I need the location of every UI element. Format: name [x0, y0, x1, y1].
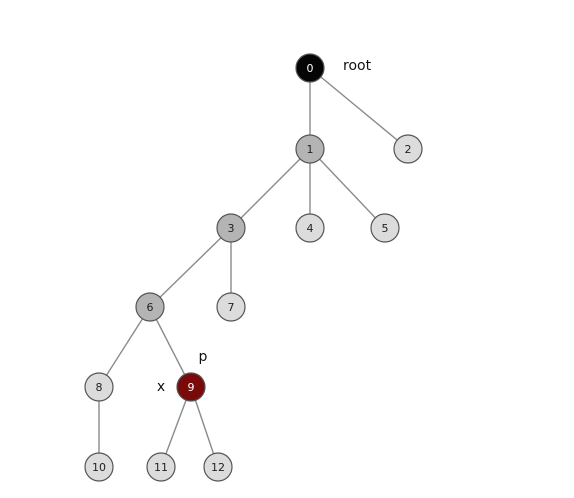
node-label-1: 1	[307, 143, 314, 156]
node-label-5: 5	[382, 222, 389, 235]
edge-0-2	[309, 67, 409, 150]
edge-6-8	[98, 306, 151, 388]
node-label-6: 6	[147, 301, 154, 314]
node-circle-5	[370, 213, 400, 243]
tree-node-8: 8	[84, 372, 114, 402]
node-label-10: 10	[92, 461, 106, 474]
node-circle-3	[216, 213, 246, 243]
annotation-p: p	[199, 349, 208, 365]
node-circle-10	[84, 452, 114, 482]
node-circle-2	[393, 134, 423, 164]
node-circle-0	[295, 53, 325, 83]
tree-node-12: 12	[203, 452, 233, 482]
edge-1-3	[230, 148, 311, 229]
annotations-layer: root p x	[157, 58, 372, 395]
node-label-0: 0	[307, 62, 314, 75]
tree-node-10: 10	[84, 452, 114, 482]
node-label-11: 11	[154, 461, 168, 474]
node-label-7: 7	[228, 301, 235, 314]
node-label-4: 4	[307, 222, 314, 235]
node-circle-1	[295, 134, 325, 164]
tree-node-4: 4	[295, 213, 325, 243]
tree-node-0: 0	[295, 53, 325, 83]
node-circle-8	[84, 372, 114, 402]
annotation-x: x	[157, 379, 165, 395]
node-circle-12	[203, 452, 233, 482]
edge-1-5	[309, 148, 386, 229]
tree-node-7: 7	[216, 292, 246, 322]
node-circle-7	[216, 292, 246, 322]
node-label-12: 12	[211, 461, 225, 474]
node-label-2: 2	[405, 143, 412, 156]
tree-node-11: 11	[146, 452, 176, 482]
annotation-root: root	[343, 58, 372, 74]
node-label-8: 8	[96, 381, 103, 394]
node-circle-4	[295, 213, 325, 243]
tree-node-6: 6	[135, 292, 165, 322]
node-label-3: 3	[228, 222, 235, 235]
node-circle-9	[176, 372, 206, 402]
node-label-9: 9	[188, 381, 195, 394]
tree-node-1: 1	[295, 134, 325, 164]
node-circle-6	[135, 292, 165, 322]
tree-node-3: 3	[216, 213, 246, 243]
edge-3-6	[149, 227, 232, 308]
edge-6-9	[149, 306, 192, 388]
tree-node-5: 5	[370, 213, 400, 243]
node-circle-11	[146, 452, 176, 482]
edges-layer	[98, 67, 409, 468]
tree-node-9: 9	[176, 372, 206, 402]
tree-node-2: 2	[393, 134, 423, 164]
